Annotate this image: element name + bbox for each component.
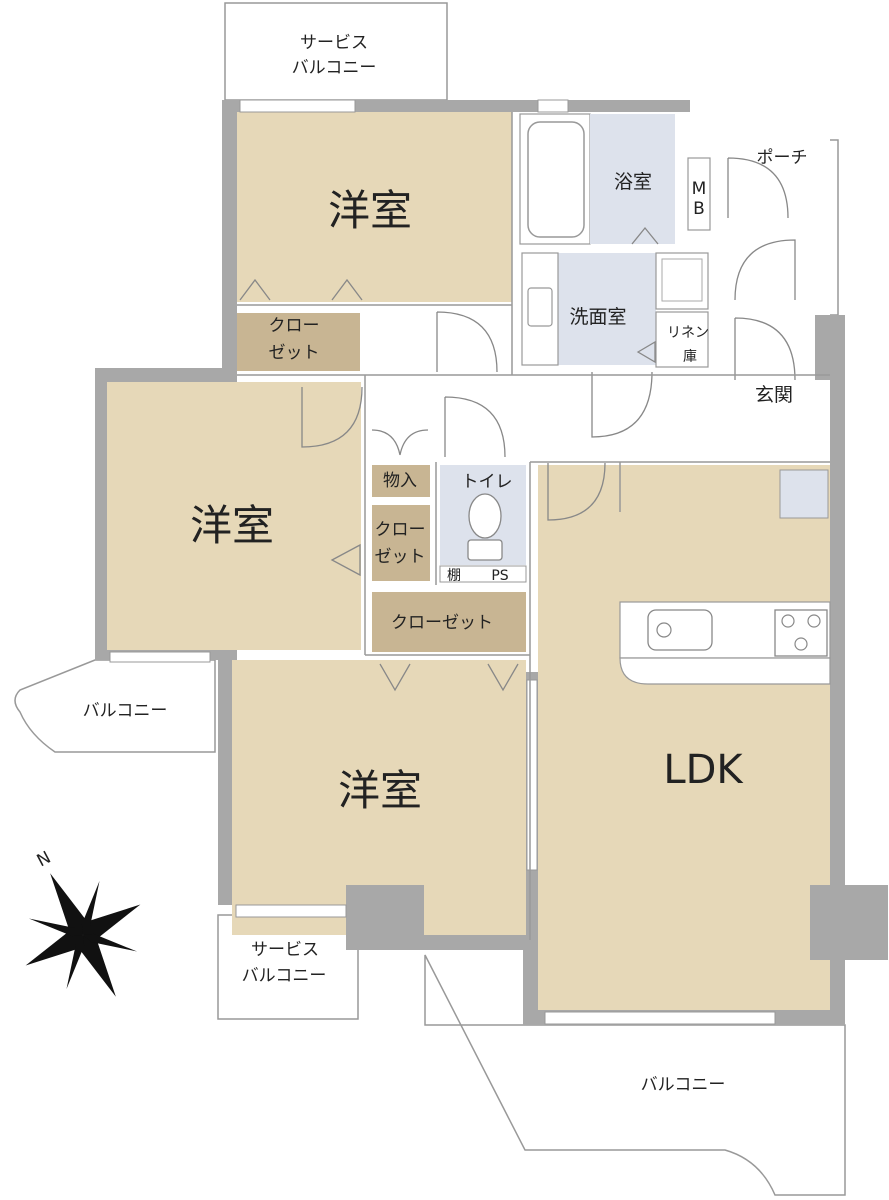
pillar-ldk <box>810 885 888 960</box>
wash-sink <box>527 287 553 327</box>
label-service-balcony-bottom-2: バルコニー <box>242 966 327 986</box>
linen-box <box>655 311 709 368</box>
label-balcony-left: バルコニー <box>83 701 168 721</box>
label-service-balcony-top-1: サービス <box>300 33 368 53</box>
burner-1 <box>781 614 795 628</box>
label-closet-top-2: ゼット <box>269 343 320 363</box>
toilet-shelf <box>439 565 527 583</box>
closet-top <box>237 313 360 371</box>
label-porch: ポーチ <box>757 148 808 168</box>
bathtub <box>527 121 585 238</box>
pillar-bedroom <box>346 885 424 950</box>
fridge-space <box>779 469 829 519</box>
room-western-left <box>107 382 361 650</box>
label-western-left: 洋室 <box>190 501 274 550</box>
storage-small <box>372 465 430 497</box>
kitchen-counter-curve <box>619 657 831 685</box>
label-closet-wide: クローゼット <box>391 613 493 633</box>
toilet-bowl <box>468 493 502 539</box>
hall-floor-mid <box>365 372 830 460</box>
toilet-tank <box>467 539 503 561</box>
label-mb-2: B <box>693 199 705 219</box>
label-balcony-bottom: バルコニー <box>641 1075 726 1095</box>
label-service-balcony-bottom-1: サービス <box>251 940 319 960</box>
label-linen-1: リネン <box>667 325 709 341</box>
label-toilet: トイレ <box>462 472 513 492</box>
closet-mid <box>372 505 430 581</box>
kitchen-drain <box>656 622 672 638</box>
washer-pan-inner <box>661 258 703 302</box>
label-washroom: 洗面室 <box>569 306 626 328</box>
door-swings <box>301 157 796 521</box>
label-mb-1: M <box>692 179 707 199</box>
label-closet-top-1: クロー <box>269 316 320 336</box>
cooktop <box>774 609 828 657</box>
balcony-left <box>14 659 216 753</box>
compass-rose <box>25 873 141 997</box>
pillar-entrance <box>815 315 845 380</box>
label-ps: PS <box>491 568 508 584</box>
label-ldk: LDK <box>663 747 744 793</box>
partitions <box>237 112 830 940</box>
label-closet-mid-1: クロー <box>375 520 426 540</box>
label-bath: 浴室 <box>614 171 652 193</box>
mb-box <box>687 157 711 231</box>
closet-door-marks <box>239 226 659 692</box>
balcony-bottom <box>424 954 846 1196</box>
burner-3 <box>794 637 808 651</box>
label-closet-mid-2: ゼット <box>375 547 426 567</box>
label-western-top: 洋室 <box>328 186 412 235</box>
label-entrance: 玄関 <box>755 384 793 406</box>
label-western-bottom: 洋室 <box>338 766 422 815</box>
kitchen-sink <box>647 609 713 651</box>
label-service-balcony-top-2: バルコニー <box>292 58 377 78</box>
room-western-top <box>237 112 512 302</box>
label-linen-2: 庫 <box>683 348 697 365</box>
wash-room <box>558 253 656 365</box>
room-ldk <box>538 465 830 1010</box>
closet-wide <box>372 592 526 652</box>
label-shelf: 棚 <box>447 568 461 584</box>
compass-north-label: N <box>34 848 55 872</box>
bath-room <box>590 114 675 244</box>
label-storage-small: 物入 <box>383 471 417 491</box>
burner-2 <box>807 614 821 628</box>
service-balcony-top <box>224 2 448 101</box>
windows <box>109 99 776 1025</box>
